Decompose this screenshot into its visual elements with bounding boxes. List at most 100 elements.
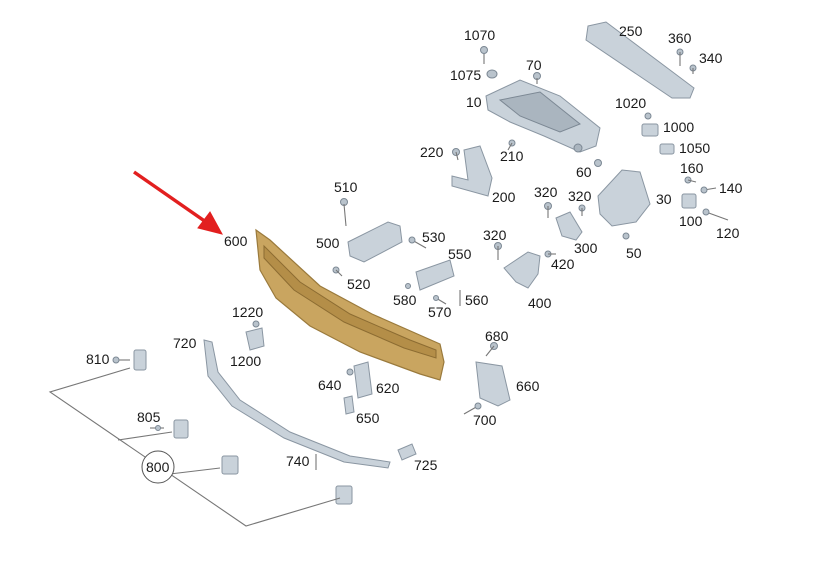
part-810-clip bbox=[133, 349, 147, 371]
part-100 bbox=[681, 193, 697, 209]
kit-800-circle bbox=[141, 450, 175, 484]
label-420: 420 bbox=[551, 256, 575, 272]
washer-1075 bbox=[486, 69, 498, 79]
bolt-320-a bbox=[544, 202, 552, 218]
part-200-bracket bbox=[451, 145, 493, 197]
bolt-360 bbox=[676, 48, 684, 66]
bolt-510 bbox=[340, 198, 348, 227]
label-120: 120 bbox=[716, 225, 740, 241]
label-210: 210 bbox=[500, 148, 524, 164]
label-200: 200 bbox=[492, 189, 516, 205]
label-140: 140 bbox=[719, 180, 743, 196]
part-1050 bbox=[659, 143, 675, 155]
label-560: 560 bbox=[465, 292, 489, 308]
bolt-50 bbox=[622, 232, 630, 240]
label-500: 500 bbox=[316, 235, 340, 251]
part-300 bbox=[555, 211, 583, 241]
label-100: 100 bbox=[679, 213, 703, 229]
part-720-strip bbox=[203, 339, 391, 469]
bolt-70 bbox=[533, 72, 541, 84]
part-500 bbox=[347, 221, 403, 263]
label-650: 650 bbox=[356, 410, 380, 426]
part-725 bbox=[397, 443, 417, 461]
label-360: 360 bbox=[668, 30, 692, 46]
label-1000: 1000 bbox=[663, 119, 694, 135]
label-570: 570 bbox=[428, 304, 452, 320]
part-660 bbox=[475, 361, 511, 407]
label-340: 340 bbox=[699, 50, 723, 66]
label-720: 720 bbox=[173, 335, 197, 351]
bolt-340 bbox=[689, 64, 697, 74]
label-530: 530 bbox=[422, 229, 446, 245]
label-680: 680 bbox=[485, 328, 509, 344]
part-650 bbox=[343, 395, 355, 415]
label-60: 60 bbox=[576, 164, 592, 180]
bolt-420 bbox=[544, 250, 556, 258]
bolt-520 bbox=[332, 266, 343, 277]
label-620: 620 bbox=[376, 380, 400, 396]
label-640: 640 bbox=[318, 377, 342, 393]
part-1000 bbox=[641, 123, 659, 137]
part-805-clip bbox=[173, 419, 189, 439]
label-810: 810 bbox=[86, 351, 110, 367]
label-400: 400 bbox=[528, 295, 552, 311]
bolt-140 bbox=[700, 186, 717, 194]
kit-800-lines bbox=[48, 367, 341, 527]
highlight-arrow bbox=[133, 170, 223, 235]
bolt-320-c bbox=[494, 242, 502, 260]
label-250: 250 bbox=[619, 23, 643, 39]
bolt-1070 bbox=[480, 46, 488, 64]
label-10: 10 bbox=[466, 94, 482, 110]
bolt-210 bbox=[507, 139, 516, 151]
part-800-clip-a bbox=[221, 455, 239, 475]
bolt-530 bbox=[408, 236, 427, 249]
bolt-680 bbox=[485, 342, 498, 357]
label-320-b: 320 bbox=[568, 188, 592, 204]
part-400 bbox=[503, 251, 541, 289]
label-800: 800 bbox=[146, 459, 170, 475]
label-520: 520 bbox=[347, 276, 371, 292]
label-220: 220 bbox=[420, 144, 444, 160]
label-50: 50 bbox=[626, 245, 642, 261]
label-700: 700 bbox=[473, 412, 497, 428]
label-320-a: 320 bbox=[534, 184, 558, 200]
bolt-700 bbox=[463, 402, 482, 415]
part-30-mount bbox=[597, 169, 651, 227]
label-805: 805 bbox=[137, 409, 161, 425]
label-600: 600 bbox=[224, 233, 248, 249]
part-620 bbox=[353, 361, 373, 399]
label-70: 70 bbox=[526, 57, 542, 73]
label-550: 550 bbox=[448, 246, 472, 262]
bolt-160 bbox=[684, 176, 697, 184]
label-300: 300 bbox=[574, 240, 598, 256]
label-580: 580 bbox=[393, 292, 417, 308]
label-1075: 1075 bbox=[450, 67, 481, 83]
part-10-bracket bbox=[485, 79, 601, 153]
bolt-805 bbox=[150, 425, 164, 431]
bolt-220 bbox=[452, 148, 460, 161]
bolt-640 bbox=[346, 368, 354, 376]
label-1220: 1220 bbox=[232, 304, 263, 320]
label-160: 160 bbox=[680, 160, 704, 176]
label-725: 725 bbox=[414, 457, 438, 473]
bolt-1020 bbox=[644, 112, 652, 120]
bolt-60 bbox=[594, 159, 602, 167]
label-1050: 1050 bbox=[679, 140, 710, 156]
label-510: 510 bbox=[334, 179, 358, 195]
label-740: 740 bbox=[286, 453, 310, 469]
bolt-580 bbox=[405, 283, 411, 289]
part-800-clip-b bbox=[335, 485, 353, 505]
label-1070: 1070 bbox=[464, 27, 495, 43]
part-600-bumper-beam bbox=[255, 228, 445, 381]
part-250-rail bbox=[585, 21, 695, 99]
bolt-120 bbox=[702, 208, 729, 221]
bolt-570 bbox=[433, 295, 447, 305]
label-1200: 1200 bbox=[230, 353, 261, 369]
label-1020: 1020 bbox=[615, 95, 646, 111]
part-550 bbox=[415, 259, 455, 291]
label-30: 30 bbox=[656, 191, 672, 207]
part-1220-clip bbox=[245, 320, 265, 351]
bolt-810 bbox=[112, 356, 130, 364]
